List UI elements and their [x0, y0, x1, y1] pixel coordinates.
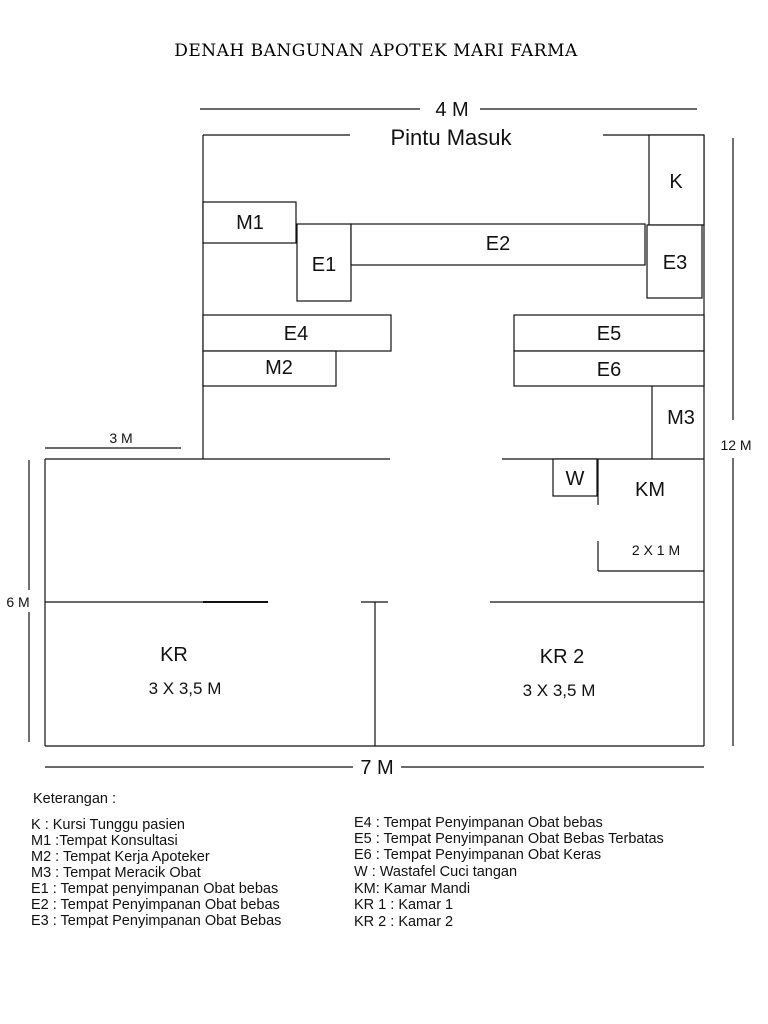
legend-item: K : Kursi Tunggu pasien: [31, 817, 185, 833]
room-k-label: K: [669, 171, 683, 193]
legend-item: KM: Kamar Mandi: [354, 881, 470, 897]
room-m3-label: M3: [667, 407, 695, 429]
room-e5: [513, 314, 705, 352]
room-kr2-size: 3 X 3,5 M: [523, 681, 596, 700]
room-e5-label: E5: [597, 323, 621, 345]
dim-top-width: 4 M: [435, 99, 468, 121]
legend-item: E5 : Tempat Penyimpanan Obat Bebas Terba…: [354, 831, 664, 847]
room-m2-label: M2: [265, 357, 293, 379]
room-kr-size: 3 X 3,5 M: [149, 679, 222, 698]
legend-heading: Keterangan :: [33, 791, 116, 807]
room-m2: [202, 350, 337, 387]
room-e4-label: E4: [284, 323, 308, 345]
legend-item: M2 : Tempat Kerja Apoteker: [31, 849, 210, 865]
room-e3-label: E3: [663, 252, 687, 274]
room-e2: [350, 223, 646, 266]
legend-item: E1 : Tempat penyimpanan Obat bebas: [31, 881, 278, 897]
room-km-label: KM: [635, 479, 665, 501]
room-km-size: 2 X 1 M: [632, 542, 680, 558]
dim-left-height: 6 M: [6, 594, 29, 610]
room-k: [648, 134, 705, 226]
room-e3: [646, 224, 703, 299]
legend-item: M1 :Tempat Konsultasi: [31, 833, 178, 849]
room-m1: [202, 201, 297, 244]
room-w-label: W: [566, 468, 585, 490]
dim-right-height: 12 M: [720, 437, 751, 453]
legend-item: M3 : Tempat Meracik Obat: [31, 865, 201, 881]
legend-item: KR 1 : Kamar 1: [354, 897, 453, 913]
room-w: [552, 458, 598, 497]
room-e6: [513, 350, 705, 387]
legend-item: W : Wastafel Cuci tangan: [354, 864, 517, 880]
entrance-label: Pintu Masuk: [390, 125, 512, 150]
legend-item: KR 2 : Kamar 2: [354, 914, 453, 930]
room-e2-label: E2: [486, 233, 510, 255]
room-kr-label: KR: [160, 644, 188, 666]
room-e6-label: E6: [597, 359, 621, 381]
room-e4: [202, 314, 392, 352]
legend-item: E2 : Tempat Penyimpanan Obat bebas: [31, 897, 280, 913]
legend-item: E4 : Tempat Penyimpanan Obat bebas: [354, 815, 603, 831]
room-e1-label: E1: [312, 254, 336, 276]
dim-bottom-width: 7 M: [360, 757, 393, 779]
legend-item: E3 : Tempat Penyimpanan Obat Bebas: [31, 913, 281, 929]
room-kr2-label: KR 2: [540, 646, 584, 668]
dim-left-width: 3 M: [109, 430, 132, 446]
page-title: DENAH BANGUNAN APOTEK MARI FARMA: [174, 41, 578, 61]
room-m1-label: M1: [236, 212, 264, 234]
legend-item: E6 : Tempat Penyimpanan Obat Keras: [354, 847, 601, 863]
